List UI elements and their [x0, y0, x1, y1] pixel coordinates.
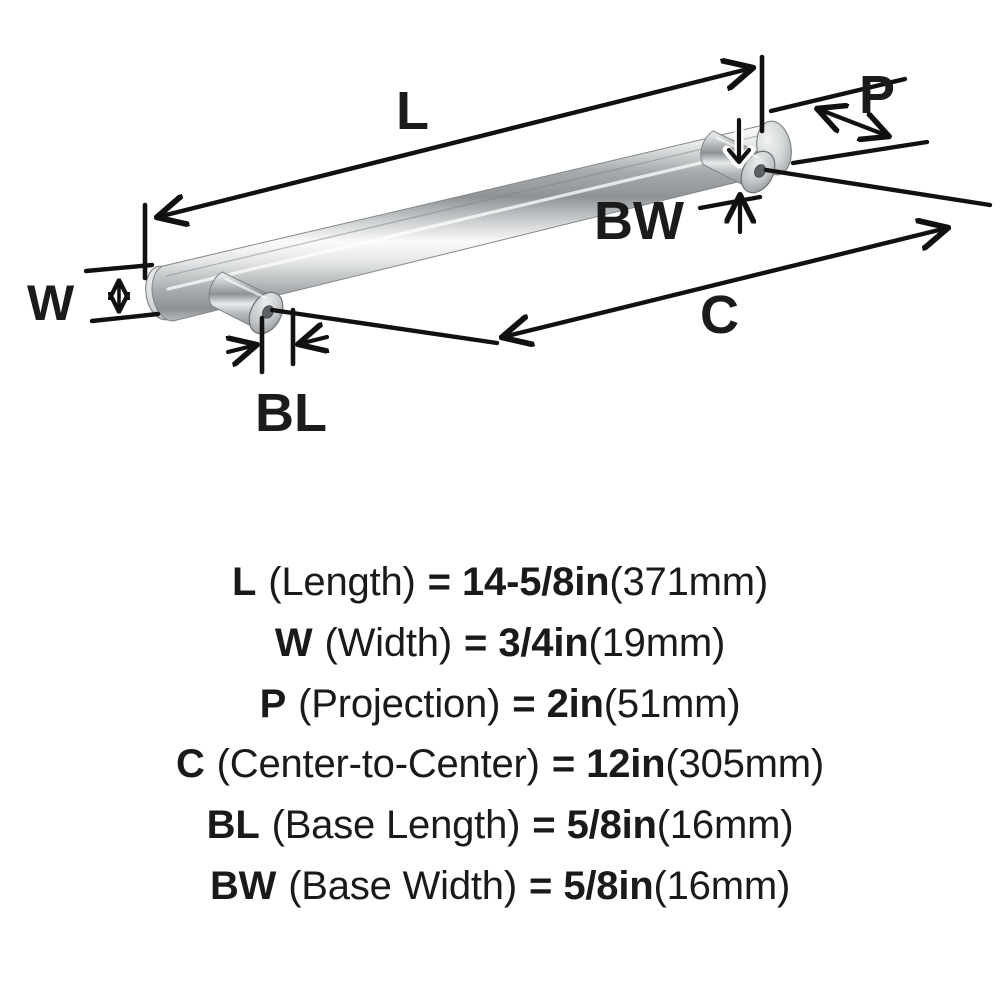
spec-metric-value: (16mm) — [656, 803, 794, 848]
base-length-dimension — [228, 307, 327, 375]
spec-metric-value: (19mm) — [588, 620, 726, 665]
spec-imperial-value: 5/8in — [563, 863, 654, 908]
spec-code: W — [274, 620, 313, 665]
center-to-center-dimension — [269, 167, 993, 343]
spec-metric-value: (16mm) — [653, 863, 791, 908]
spec-equals: = — [512, 681, 536, 726]
spec-description: (Base Length) — [271, 803, 521, 848]
spec-equals: = — [463, 620, 488, 665]
spec-description: (Base Width) — [288, 863, 517, 908]
bar-pull-illustration — [145, 120, 792, 335]
spec-imperial-value: 3/4in — [498, 620, 589, 665]
base-width-dimension — [697, 115, 763, 235]
spec-equals: = — [532, 803, 556, 848]
spec-code: C — [175, 742, 205, 787]
base-width-label: BW — [594, 191, 684, 251]
spec-row-projection: P (Projection) = 2in (51mm) — [260, 674, 741, 735]
spec-equals: = — [427, 560, 451, 604]
spec-description: (Width) — [324, 620, 452, 665]
projection-label: P — [859, 65, 896, 125]
spec-code: BW — [209, 863, 277, 908]
spec-imperial-value: 14-5/8in — [461, 560, 610, 604]
spec-metric-value: (371mm) — [609, 560, 768, 604]
spec-row-width: W (Width) = 3/4in (19mm) — [275, 613, 725, 674]
center-to-center-label: C — [700, 285, 739, 345]
spec-equals: = — [551, 742, 575, 787]
base-length-label: BL — [255, 383, 327, 443]
product-dimension-drawing: L W P C BL BW — [0, 0, 1000, 470]
spec-description: (Projection) — [298, 681, 501, 726]
spec-description: (Center-to-Center) — [216, 742, 540, 787]
width-dimension — [83, 262, 161, 324]
spec-row-length: L (Length) = 14-5/8in (371mm) — [232, 552, 768, 613]
specification-list: L (Length) = 14-5/8in (371mm) W (Width) … — [0, 552, 1000, 917]
spec-imperial-value: 2in — [546, 681, 604, 726]
spec-imperial-value: 5/8in — [566, 803, 657, 848]
spec-code: L — [232, 560, 257, 604]
spec-row-base-width: BW (Base Width) = 5/8in (16mm) — [210, 856, 790, 917]
width-label: W — [27, 275, 75, 331]
spec-metric-value: (51mm) — [603, 681, 741, 726]
spec-equals: = — [528, 863, 553, 908]
spec-row-center-to-center: C (Center-to-Center) = 12in (305mm) — [176, 734, 824, 795]
spec-metric-value: (305mm) — [665, 742, 825, 787]
spec-description: (Length) — [268, 560, 416, 604]
spec-code: BL — [206, 803, 260, 848]
projection-dimension — [768, 76, 930, 166]
length-label: L — [396, 81, 429, 141]
spec-row-base-length: BL (Base Length) = 5/8in (16mm) — [207, 795, 794, 856]
spec-imperial-value: 12in — [586, 742, 666, 787]
spec-code: P — [259, 681, 287, 726]
